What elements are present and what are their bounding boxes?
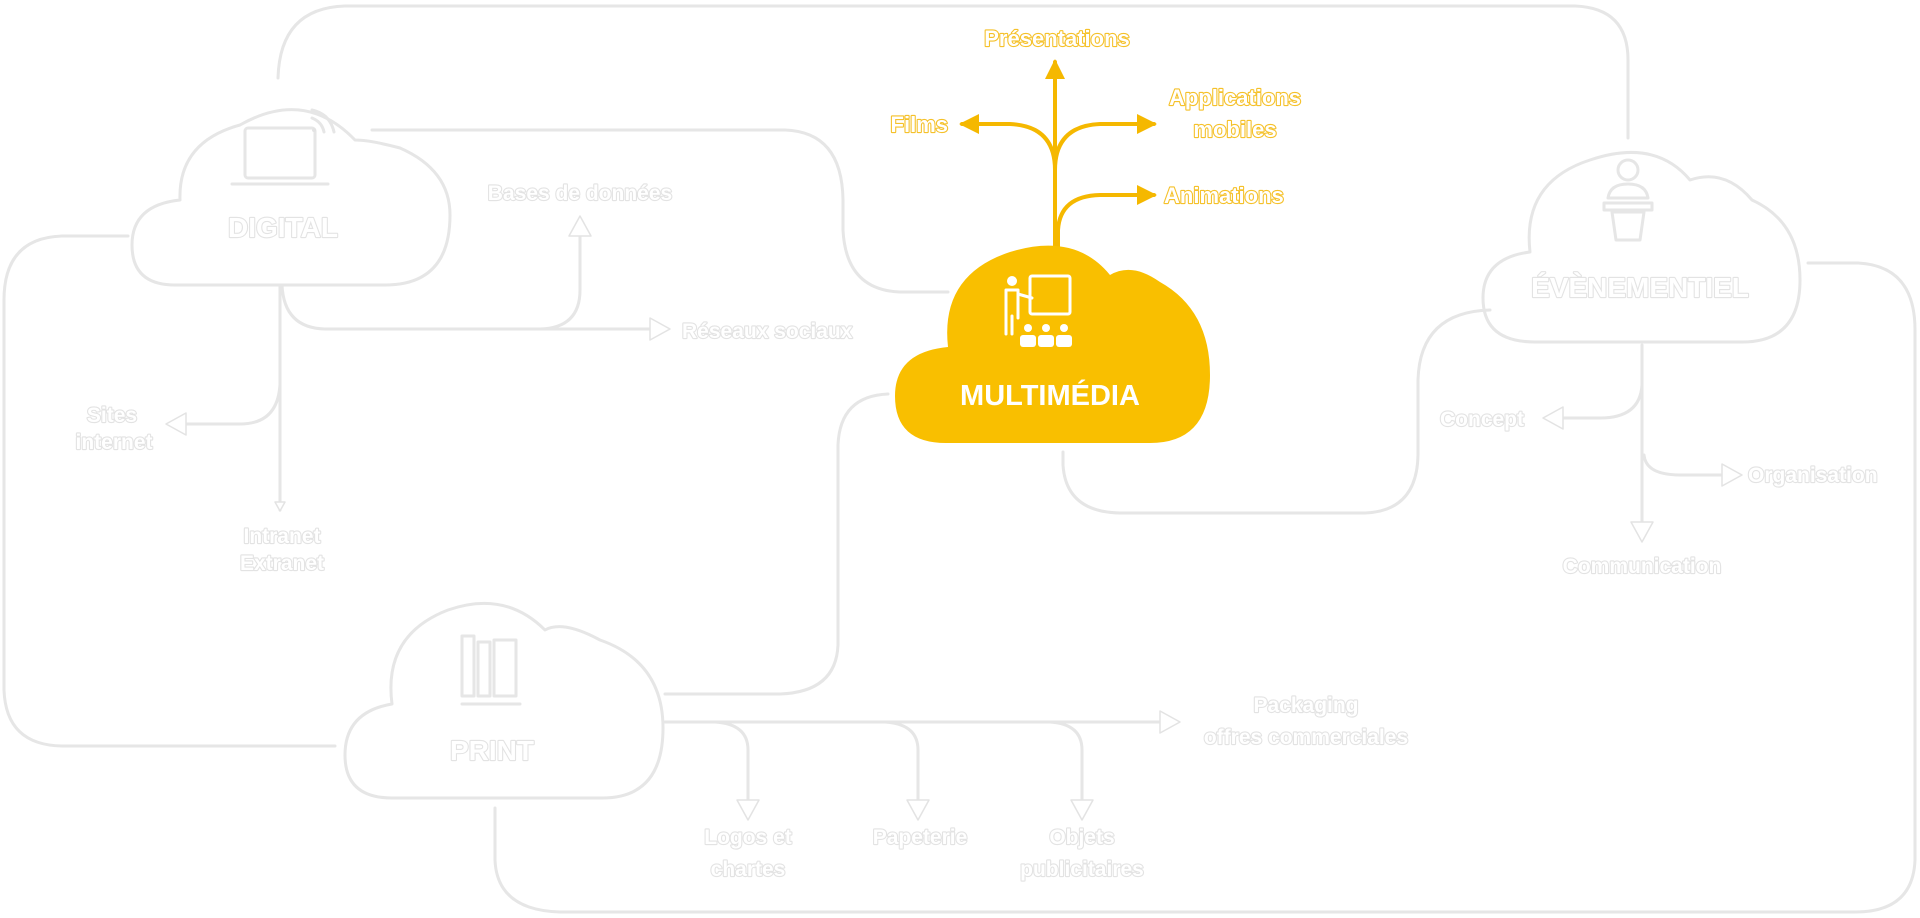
label-applications: Applications [1169,85,1301,110]
connector-evenementiel-concept [1542,383,1644,430]
label-publicitaires: publicitaires [1020,858,1144,881]
digital-hub-label: DIGITAL [228,212,338,243]
connector-digital-multimedia [370,128,950,294]
label-objets: Objets [1049,826,1114,849]
speaker-podium-icon [1602,158,1654,242]
label-animations: Animations [1164,183,1284,208]
label-extranet: Extranet [240,552,324,575]
evenementiel-branch-labels: Concept Organisation Communication [1439,407,1879,579]
connector-multimedia-print [663,392,890,696]
digital-branch-labels: Bases de données Réseaux sociaux Sites i… [74,181,853,576]
digital-hub[interactable]: DIGITAL [130,108,452,287]
label-films: Films [891,112,948,137]
connector-digital-evenementiel-top [276,4,1630,140]
label-reseaux-sociaux: Réseaux sociaux [682,320,853,343]
connector-print-papeterie [883,720,930,821]
label-sites-internet-2: internet [75,431,152,454]
label-offres-commerciales: offres commerciales [1204,726,1408,749]
label-bases-de-donnees: Bases de données [488,182,672,205]
connector-digital-reseaux [280,283,671,341]
connector-evenementiel-organisation [1642,453,1743,487]
connector-right-loop [493,261,1917,914]
label-papeterie: Papeterie [873,826,968,849]
evenementiel-cloud-shape [1481,150,1802,344]
connectors [2,4,1917,914]
connector-print-logos [713,720,760,821]
print-hub-label: PRINT [450,735,534,766]
multimedia-branches [959,59,1157,252]
multimedia-branch-labels: Présentations Films Applications mobiles… [889,25,1302,209]
connector-digital-bases [538,215,592,331]
label-sites-internet-1: Sites [87,404,137,427]
connector-multimedia-evenementiel [1061,308,1492,515]
label-logos-et: Logos et [704,826,792,849]
label-mobiles: mobiles [1193,117,1276,142]
connector-digital-sites [165,382,282,436]
connector-left-loop [2,234,337,748]
label-concept: Concept [1440,408,1524,431]
label-organisation: Organisation [1748,464,1878,487]
presenter-board-icon [1004,274,1072,347]
print-cloud-shape [343,601,665,800]
label-intranet: Intranet [243,525,320,548]
books-icon [460,634,522,706]
multimedia-hub-label: MULTIMÉDIA [960,378,1140,412]
print-hub[interactable]: PRINT [343,601,665,800]
multimedia-hub[interactable]: MULTIMÉDIA [895,245,1210,443]
label-communication: Communication [1563,555,1722,578]
evenementiel-hub[interactable]: ÉVÈNEMENTIEL [1481,150,1802,344]
connector-print-objets [1048,720,1094,821]
label-packaging: Packaging [1253,694,1358,717]
digital-cloud-shape [130,108,452,287]
laptop-wifi-icon [230,108,336,186]
evenementiel-hub-label: ÉVÈNEMENTIEL [1531,272,1749,303]
label-chartes: chartes [711,858,786,881]
label-presentations: Présentations [984,26,1130,51]
print-branch-labels: Packaging offres commerciales Logos et c… [703,693,1409,882]
